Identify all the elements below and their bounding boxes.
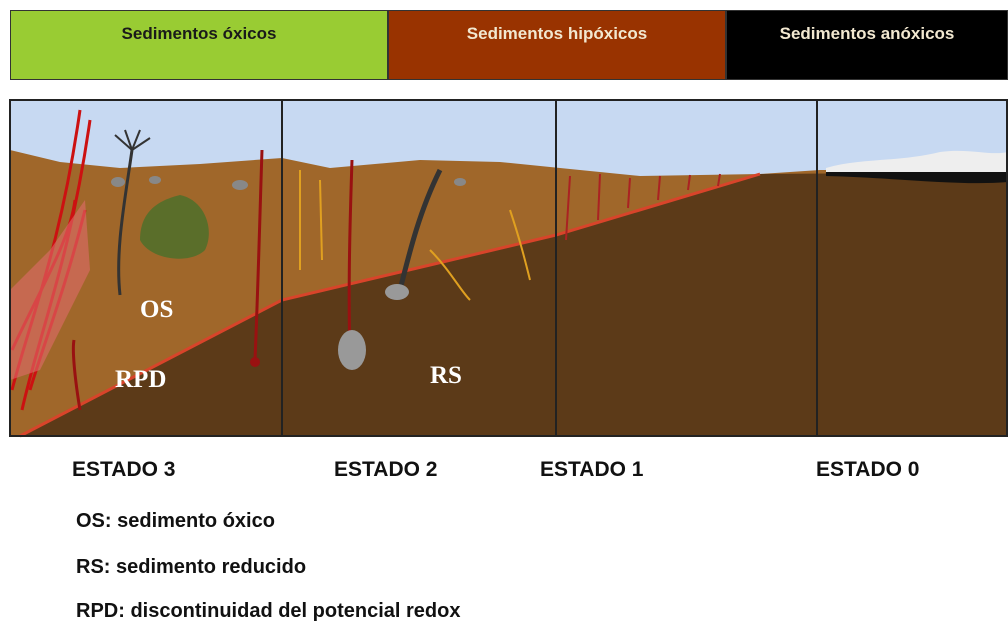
panel-frame <box>9 99 1008 437</box>
zone-hypoxic-label: Sedimentos hipóxicos <box>466 24 648 43</box>
state-0-label: ESTADO 0 <box>816 458 920 481</box>
tube-cluster-fill <box>10 200 90 380</box>
panel-dividers <box>281 100 818 436</box>
dark-burrow <box>397 168 443 291</box>
label-os: OS <box>140 296 174 323</box>
burrow-tube <box>117 149 134 296</box>
rpd-line <box>19 172 761 438</box>
burrow-chamber <box>338 330 366 370</box>
red-burrow-tube <box>253 149 264 361</box>
burrow-pocket <box>385 284 409 300</box>
state-1-label: ESTADO 1 <box>540 458 644 481</box>
bacterial-mat <box>826 150 1008 172</box>
small-tubes-state1 <box>565 173 721 241</box>
anoxic-surface-layer <box>826 172 1008 184</box>
orange-burrows <box>299 170 531 301</box>
legend-os: OS: sedimento óxico <box>76 510 275 532</box>
zone-oxic-bar: Sedimentos óxicos <box>10 10 388 80</box>
green-burrow <box>140 195 209 259</box>
reduced-sediment-layer <box>20 172 1008 436</box>
pebbles <box>111 176 466 190</box>
burrow-end <box>250 357 260 367</box>
label-rs: RS <box>430 362 462 389</box>
deep-burrow <box>71 339 82 411</box>
legend-rpd: RPD: discontinuidad del potencial redox <box>76 600 461 622</box>
state-2-label: ESTADO 2 <box>334 458 438 481</box>
zone-hypoxic-bar: Sedimentos hipóxicos <box>388 10 726 80</box>
state-3-label: ESTADO 3 <box>72 458 176 481</box>
tentacle-crown <box>114 129 151 151</box>
zone-oxic-label: Sedimentos óxicos <box>121 24 277 43</box>
zone-anoxic-bar: Sedimentos anóxicos <box>726 10 1008 80</box>
sediment-profile-diagram <box>9 99 1008 438</box>
legend-rs: RS: sedimento reducido <box>76 556 307 578</box>
zone-anoxic-label: Sedimentos anóxicos <box>779 24 955 43</box>
label-rpd: RPD <box>115 366 167 393</box>
